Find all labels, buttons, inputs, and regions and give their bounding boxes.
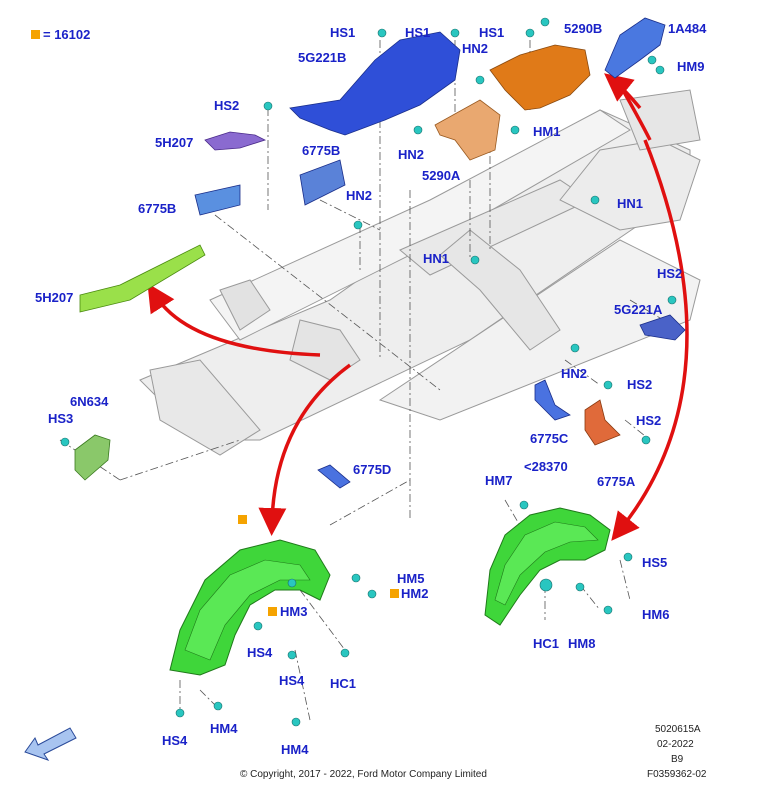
part-6775b-left	[194, 184, 241, 216]
label-6775d: 6775D	[353, 462, 392, 477]
label-hm3: HM3	[280, 604, 308, 619]
label-hn2-d: HN2	[561, 366, 588, 381]
chassis-frame	[139, 89, 701, 456]
label-hs2-d: HS2	[636, 413, 662, 428]
part-6775d	[317, 464, 351, 489]
label-hm4-b: HM4	[281, 742, 309, 757]
label-hs3: HS3	[48, 411, 74, 426]
label-hs4-b: HS4	[279, 673, 305, 688]
label-hc1-b: HC1	[533, 636, 560, 651]
part-left-wheelhouse-liner	[169, 539, 331, 676]
label-hn2-a: HN2	[462, 41, 489, 56]
label-hn1-b: HN1	[423, 251, 450, 266]
marker-16102-hm2	[390, 589, 399, 598]
doc-code-1: 5020615A	[655, 724, 701, 735]
label-6n634: 6N634	[70, 394, 109, 409]
part-5g221b	[289, 31, 461, 136]
label-hs1-c: HS1	[479, 25, 505, 40]
label-6775a: 6775A	[597, 474, 636, 489]
label-hs1-b: HS1	[405, 25, 431, 40]
part-5290b	[489, 44, 591, 111]
label-hm6: HM6	[642, 607, 670, 622]
marker-16102-hm3	[268, 607, 277, 616]
label-hs2-c: HS2	[627, 377, 653, 392]
label-hs2-b: HS2	[657, 266, 683, 281]
label-5h207-bottom: 5H207	[35, 290, 74, 305]
fastener-clips	[60, 17, 677, 727]
copyright-text: © Copyright, 2017 - 2022, Ford Motor Com…	[240, 769, 487, 780]
label-hs1-a: HS1	[330, 25, 356, 40]
label-1a484: 1A484	[668, 21, 707, 36]
doc-date: 02-2022	[657, 739, 694, 750]
label-hn2-b: HN2	[398, 147, 425, 162]
label-5g221b: 5G221B	[298, 50, 347, 65]
label-hn2-c: HN2	[346, 188, 373, 203]
label-5290a: 5290A	[422, 168, 461, 183]
part-6775c	[534, 379, 571, 421]
label-6775b-b: 6775B	[138, 201, 177, 216]
part-6775b-upper	[299, 159, 346, 206]
label-6775b-a: 6775B	[302, 143, 341, 158]
part-5290a	[434, 99, 501, 161]
label-hm2: HM2	[401, 586, 429, 601]
direction-arrow-icon	[24, 727, 77, 761]
label-hm7: HM7	[485, 473, 513, 488]
label-hs5: HS5	[642, 555, 668, 570]
legend-marker	[31, 30, 40, 39]
doc-code-2: F0359362-02	[647, 769, 707, 780]
label-28370: <28370	[524, 459, 568, 474]
label-hn1-a: HN1	[617, 196, 644, 211]
label-hs2-a: HS2	[214, 98, 240, 113]
part-5h207-bottom	[79, 244, 206, 313]
legend-text: = 16102	[43, 27, 91, 42]
label-hm4-a: HM4	[210, 721, 238, 736]
label-hm9: HM9	[677, 59, 705, 74]
label-hs4-a: HS4	[247, 645, 273, 660]
part-5g221a	[639, 314, 686, 341]
label-5h207-top: 5H207	[155, 135, 194, 150]
doc-revision: B9	[671, 754, 684, 765]
label-hm5: HM5	[397, 571, 425, 586]
part-right-wheelhouse-liner	[484, 507, 611, 626]
label-hc1-a: HC1	[330, 676, 357, 691]
label-hm1: HM1	[533, 124, 561, 139]
label-hs4-c: HS4	[162, 733, 188, 748]
part-1a484	[604, 17, 666, 79]
part-5h207-top	[204, 131, 267, 151]
red-arrows	[147, 73, 689, 541]
label-6775c: 6775C	[530, 431, 569, 446]
part-6775a	[584, 399, 621, 446]
label-5g221a: 5G221A	[614, 302, 663, 317]
marker-16102-top	[238, 515, 247, 524]
label-hm8: HM8	[568, 636, 596, 651]
part-6n634	[74, 434, 111, 481]
label-5290b-top: 5290B	[564, 21, 603, 36]
